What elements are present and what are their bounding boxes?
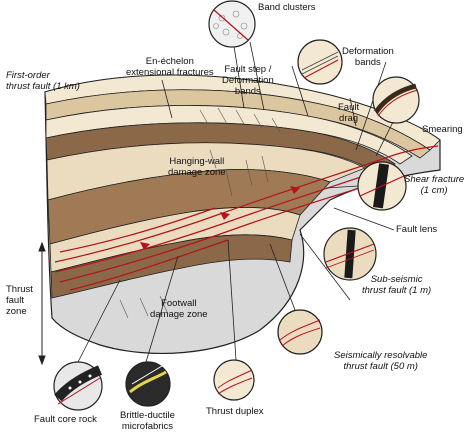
inset-shear-fracture — [357, 161, 407, 211]
inset-thrust-duplex — [213, 359, 255, 401]
label-fault-lens: Fault lens — [396, 224, 438, 235]
fracture-lines — [119, 107, 281, 319]
label-brittle-ductile: Brittle-ductile microfabrics — [120, 410, 175, 432]
label-fault-core-rock: Fault core rock — [34, 414, 97, 425]
label-shear-fracture: Shear fracture (1 cm) — [404, 174, 465, 196]
label-en-echelon: En-échelon extensional fractures — [126, 56, 214, 78]
inset-brittle-ductile — [125, 361, 171, 407]
label-fault-step: Fault step / Deformation bands — [222, 64, 274, 97]
inset-seismic-fault — [277, 309, 323, 355]
inset-fault-core-rock — [53, 361, 103, 411]
label-smearing: Smearing — [422, 124, 463, 135]
inset-smearing — [372, 76, 420, 124]
label-footwall: Footwall damage zone — [150, 298, 208, 320]
label-first-order-thrust: First-order thrust fault (1 km) — [6, 70, 80, 92]
label-seismically-resolvable: Seismically resolvable thrust fault (50 … — [334, 350, 428, 372]
label-thrust-duplex: Thrust duplex — [206, 406, 264, 417]
label-deformation-bands: Deformation bands — [342, 46, 394, 68]
label-hanging-wall: Hanging-wall damage zone — [168, 156, 226, 178]
inset-band-clusters — [208, 0, 256, 48]
inset-deformation-bands — [297, 39, 343, 85]
inset-sub-seismic-fault — [323, 227, 377, 281]
label-fault-drag: Fault drag — [338, 102, 360, 124]
leader-lines — [77, 33, 396, 363]
thrust-fault-zone-bracket — [38, 241, 46, 366]
label-sub-seismic: Sub-seismic thrust fault (1 m) — [362, 274, 432, 296]
label-band-clusters: Band clusters — [258, 2, 316, 13]
fault-arrows — [140, 186, 300, 250]
label-thrust-fault-zone: Thrust fault zone — [6, 284, 33, 317]
